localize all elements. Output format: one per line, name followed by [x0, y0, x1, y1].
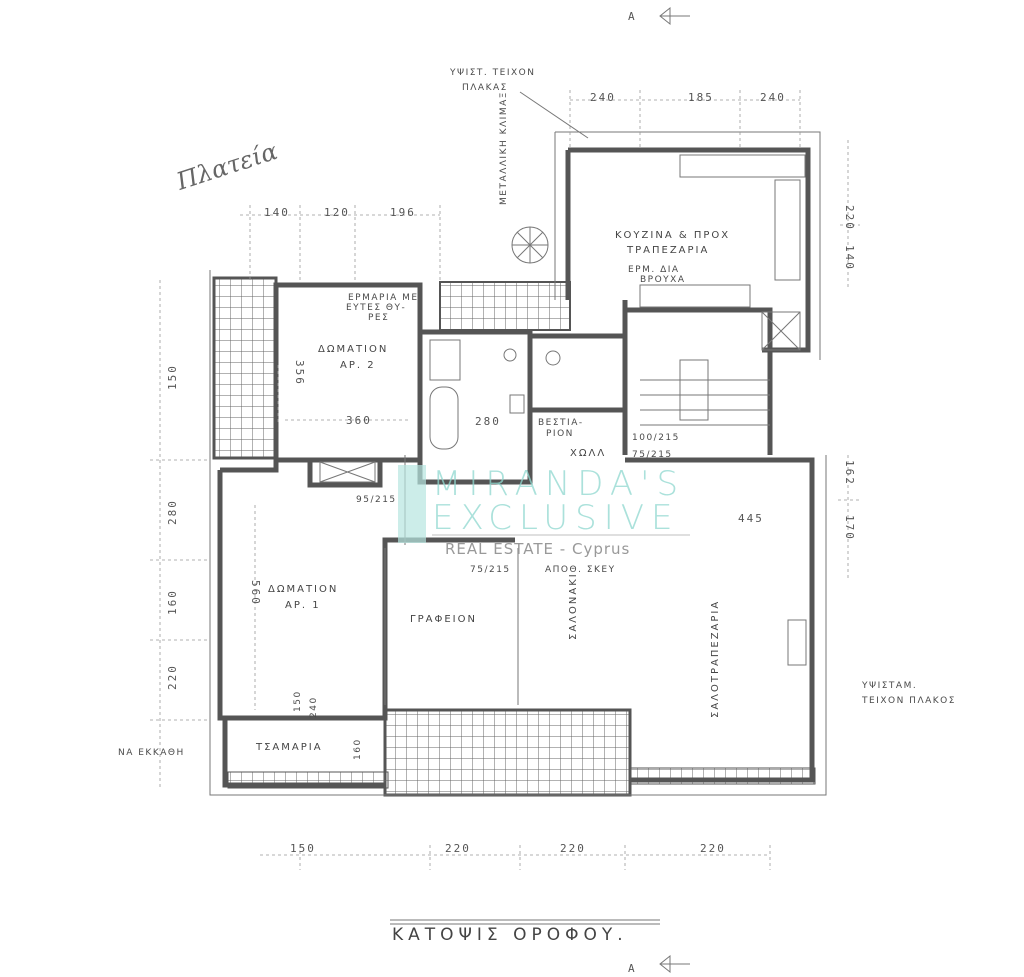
dim-door-c: 100/215	[632, 433, 680, 443]
watermark-line2: EXCLUSIVE	[432, 498, 680, 538]
dim-closet-b: 240	[309, 696, 319, 718]
dim-bed2-height: 356	[293, 360, 306, 386]
note-laundry-2: ΒΡΟΥΧΑ	[640, 275, 686, 285]
note-storage: ΑΠΟΘ. ΣΚΕΥ	[545, 565, 616, 575]
dim-bottom-1: 150	[290, 842, 316, 855]
dim-living-width: 445	[738, 512, 764, 525]
label-small-living: ΣΑΛΟΝΑΚΙ	[568, 572, 579, 640]
note-wall-right-2: ΤΕΙΧΟΝ ΠΛΑΚΟΣ	[861, 696, 956, 706]
note-wall-top-2: ΠΛΑΚΑΣ	[462, 83, 508, 93]
dim-bottom-4: 220	[700, 842, 726, 855]
note-cupboard-3: ΡΕΣ	[368, 313, 389, 323]
dim-top-3: 240	[760, 91, 786, 104]
label-bedroom2-1: ΔΩΜΑΤΙΟΝ	[318, 344, 388, 355]
left-balcony	[212, 276, 278, 460]
dim-bed1-height: 560	[249, 580, 262, 606]
note-left: ΝΑ ΕΚΚΑΘΗ	[118, 748, 185, 758]
drawing-title: ΚΑΤΟΨΙΣ ΟΡΟΦΟΥ.	[392, 925, 628, 945]
label-hall: ΧΩΛΛ	[570, 448, 606, 459]
dim-door-d: 75/215	[632, 450, 673, 460]
note-leader	[519, 91, 589, 139]
walls	[209, 131, 827, 796]
fixtures	[319, 154, 807, 705]
dim-closet-a: 150	[293, 690, 303, 712]
dim-upper-left-1: 140	[264, 206, 290, 219]
rear-terrace	[439, 281, 571, 331]
dim-bath: 280	[475, 415, 501, 428]
section-marker-top: Α	[628, 6, 690, 26]
dim-top-2: 185	[688, 91, 714, 104]
section-marker-bottom: Α	[628, 954, 690, 975]
dim-right-2: 140	[843, 245, 856, 271]
label-kitchen-2: ΤΡΑΠΕΖΑΡΙΑ	[626, 245, 709, 256]
note-cupboard-1: ΕΡΜΑΡΙΑ ΜΕ	[348, 293, 419, 303]
label-wardrobe-1: ΒΕΣΤΙΑ-	[538, 418, 584, 428]
note-wall-right-1: ΥΨΙΣΤΑΜ.	[861, 681, 917, 691]
watermark-line3: REAL ESTATE - Cyprus	[445, 540, 630, 558]
dim-door-a: 95/215	[356, 495, 397, 505]
dim-upper-left-3: 196	[390, 206, 416, 219]
svg-text:Α: Α	[628, 10, 637, 23]
dim-left-3: 160	[166, 589, 179, 615]
note-laundry-1: ΕΡΜ. ΔΙΑ	[628, 265, 680, 275]
label-bedroom1-1: ΔΩΜΑΤΙΟΝ	[268, 584, 338, 595]
label-bedroom1-2: ΑΡ. 1	[285, 600, 321, 611]
note-wall-top-1: ΥΨΙΣΤ. ΤΕΙΧΟΝ	[449, 68, 535, 78]
watermark-line1: MIRANDA'S	[432, 464, 685, 504]
dim-bottom-3: 220	[560, 842, 586, 855]
label-wardrobe-2: ΡΙΟΝ	[546, 429, 574, 439]
note-spiral-stair: ΜΕΤΑΛΛΙΚΗ ΚΛΙΜΑΞ	[499, 91, 509, 205]
dim-bed2-width: 360	[346, 414, 372, 427]
watermark-logo-mark	[398, 465, 426, 543]
label-kitchen-1: ΚΟΥΖΙΝΑ & ΠΡΟΧ	[615, 230, 730, 241]
dim-top-1: 240	[590, 91, 616, 104]
dim-bottom-2: 220	[445, 842, 471, 855]
dimension-lines	[150, 90, 860, 925]
label-bedroom2-2: ΑΡ. 2	[340, 360, 376, 371]
dim-upper-left-2: 120	[324, 206, 350, 219]
dim-right-4: 170	[843, 515, 856, 541]
label-living-dining: ΣΑΛΟΤΡΑΠΕΖΑΡΙΑ	[710, 600, 721, 718]
note-cupboard-2: ΕΥΤΕΣ ΘΥ-	[346, 303, 406, 313]
dim-left-4: 220	[166, 664, 179, 690]
dim-closet-c: 160	[353, 738, 363, 760]
label-closet: ΤΣΑΜΑΡΙΑ	[255, 742, 323, 753]
dim-left-1: 150	[166, 364, 179, 390]
dim-right-3: 162	[843, 460, 856, 486]
dim-left-2: 280	[166, 499, 179, 525]
handwritten-note: Πλατεία	[172, 137, 281, 196]
front-balcony	[383, 708, 632, 797]
dim-right-1: 220	[843, 205, 856, 231]
dim-door-b: 75/215	[470, 565, 511, 575]
svg-text:Α: Α	[628, 962, 637, 975]
label-office: ΓΡΑΦΕΙΟΝ	[410, 614, 477, 625]
